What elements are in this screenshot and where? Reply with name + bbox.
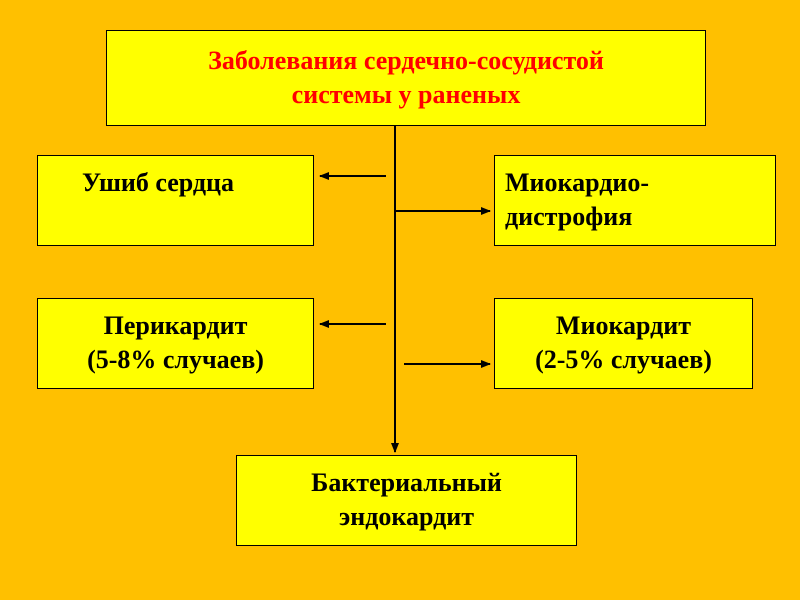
node-bacterial-endocarditis-line-1: Бактериальный [311,468,502,497]
node-myocarditis: Миокардит (2-5% случаев) [494,298,753,389]
node-bacterial-endocarditis: Бактериальный эндокардит [236,455,577,546]
title-line-2: системы у раненых [291,79,521,109]
node-pericarditis-line-2: (5-8% случаев) [87,344,264,374]
node-pericarditis-line-1: Перикардит [103,311,248,340]
node-heart-contusion-label: Ушиб сердца [82,168,235,197]
title-line-1: Заболевания сердечно-сосудистой [208,46,604,75]
node-myocarditis-line-1: Миокардит [555,311,692,340]
node-myocardial-dystrophy-line-1: Миокардио- [505,168,650,197]
node-pericarditis: Перикардит (5-8% случаев) [37,298,314,389]
node-myocarditis-line-2: (2-5% случаев) [535,344,712,374]
node-myocardial-dystrophy-line-2: дистрофия [505,201,633,231]
node-bacterial-endocarditis-line-2: эндокардит [339,501,474,531]
node-myocardial-dystrophy: Миокардио- дистрофия [494,155,776,246]
diagram-title-box: Заболевания сердечно-сосудистой системы … [106,30,706,126]
node-heart-contusion: Ушиб сердца [37,155,314,246]
